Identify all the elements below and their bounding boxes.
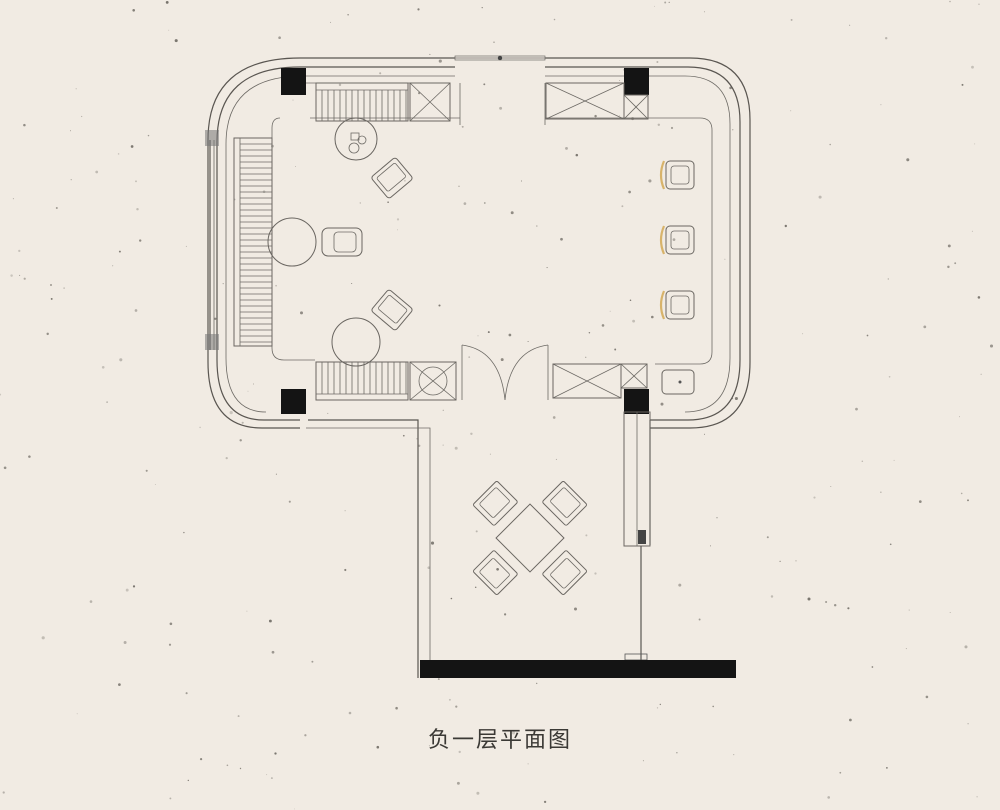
chair-icon bbox=[542, 550, 587, 595]
chair-icon bbox=[659, 160, 695, 190]
cabinet bbox=[545, 82, 649, 120]
outer-wall bbox=[207, 55, 751, 429]
column-icon bbox=[281, 68, 649, 414]
door-icon bbox=[461, 344, 549, 401]
inner-room-outline bbox=[271, 83, 713, 365]
chair-icon bbox=[473, 481, 518, 526]
plan-title: 负一层平面图 bbox=[427, 728, 572, 753]
cabinet bbox=[552, 363, 648, 399]
stair-icon bbox=[233, 137, 273, 347]
chair-icon bbox=[542, 481, 587, 526]
bar-stools bbox=[659, 160, 695, 395]
chair-icon bbox=[321, 157, 413, 331]
lounge-furniture bbox=[267, 117, 381, 367]
stair-icon bbox=[306, 82, 451, 122]
chair-icon bbox=[659, 225, 695, 255]
dining-set bbox=[473, 481, 587, 595]
chair-icon bbox=[659, 290, 695, 320]
courtyard bbox=[306, 411, 736, 678]
chair-icon bbox=[473, 550, 518, 595]
stair-icon bbox=[315, 361, 457, 401]
left-glass-wall bbox=[205, 130, 219, 350]
